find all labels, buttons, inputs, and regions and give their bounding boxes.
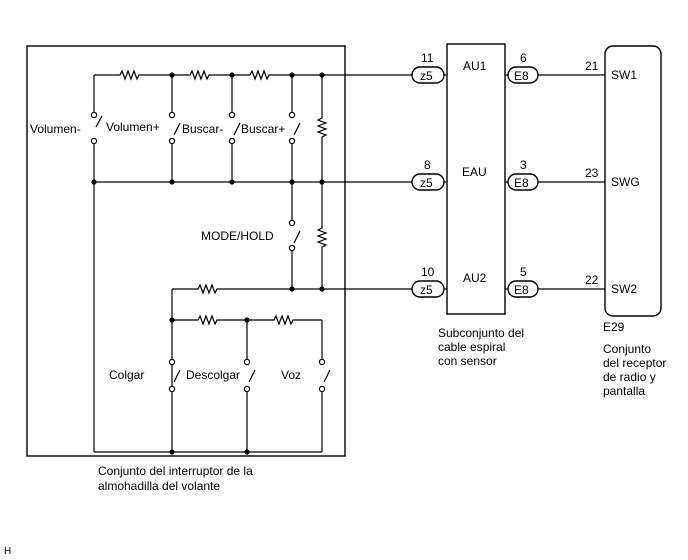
radio-wire-22: 22: [585, 273, 599, 287]
label-buscar-plus: Buscar+: [241, 122, 285, 136]
connector-e8-3: E8: [507, 280, 539, 298]
label-volumen-minus: Volumen-: [30, 122, 81, 136]
switch-colgar: [168, 358, 181, 393]
top-resistor-ladder: [94, 69, 412, 81]
connector-z5-2: z5: [411, 173, 445, 191]
spiral-caption-1: Subconjunto del: [438, 326, 524, 340]
spiral-pin-eau: EAU: [462, 165, 487, 179]
radio-code: E29: [603, 320, 625, 334]
radio-pin-sw1: SW1: [611, 68, 637, 82]
vertical-resistor-lower: [316, 182, 328, 289]
label-volumen-plus: Volumen+: [106, 120, 160, 134]
radio-wire-23: 23: [585, 166, 599, 180]
connector-e8-1: E8: [507, 66, 539, 84]
e8-pin-6: 6: [520, 51, 527, 65]
spiral-pin-au1: AU1: [463, 59, 487, 73]
connector-z5-label: z5: [420, 69, 433, 83]
z5-pin-10: 10: [421, 265, 435, 279]
radio-receiver-box: [604, 45, 662, 317]
switch-assembly-caption-1: Conjunto del interruptor de la: [98, 464, 253, 478]
switch-voz: [318, 320, 331, 452]
spiral-caption-3: con sensor: [438, 354, 497, 368]
connector-e8-label: E8: [514, 176, 529, 190]
corner-mark: H: [4, 546, 11, 557]
switch-volumen-minus: [90, 75, 103, 182]
switch-volumen-plus: [168, 75, 181, 182]
z5-pin-11: 11: [421, 51, 434, 65]
switch-assembly-caption-2: almohadilla del volante: [98, 479, 220, 493]
connector-e8-label: E8: [514, 283, 529, 297]
connector-z5-label: z5: [420, 176, 433, 190]
radio-caption-3: de radio y: [603, 370, 656, 384]
radio-caption-4: pantalla: [603, 384, 645, 398]
spiral-pin-au2: AU2: [463, 271, 487, 285]
connector-z5-1: z5: [411, 66, 445, 84]
label-descolgar: Descolgar: [186, 368, 240, 382]
label-voz: Voz: [281, 368, 301, 382]
connector-z5-3: z5: [411, 280, 445, 298]
e8-pin-3: 3: [520, 158, 527, 172]
connector-e8-2: E8: [507, 173, 539, 191]
spiral-cable-box: [446, 43, 506, 315]
switch-buscar-minus: [228, 75, 241, 182]
e8-pin-5: 5: [520, 265, 527, 279]
switch-mode-hold: [288, 182, 301, 289]
switch-descolgar: [243, 320, 256, 452]
radio-caption-2: del receptor: [603, 356, 666, 370]
switch-buscar-plus: [288, 75, 301, 182]
radio-wire-21: 21: [585, 59, 599, 73]
vertical-resistor-upper: [316, 75, 328, 182]
label-colgar: Colgar: [109, 368, 144, 382]
connector-z5-label: z5: [420, 283, 433, 297]
switch-assembly-box: [26, 45, 346, 457]
connector-e8-label: E8: [514, 69, 529, 83]
radio-pin-sw2: SW2: [611, 282, 637, 296]
radio-caption-1: Conjunto: [603, 342, 651, 356]
junction-dots: [91, 72, 325, 455]
z5-pin-8: 8: [424, 158, 431, 172]
radio-pin-swg: SWG: [611, 175, 640, 189]
label-mode-hold: MODE/HOLD: [201, 229, 274, 243]
spiral-caption-2: cable espiral: [438, 340, 505, 354]
label-buscar-minus: Buscar-: [182, 122, 223, 136]
